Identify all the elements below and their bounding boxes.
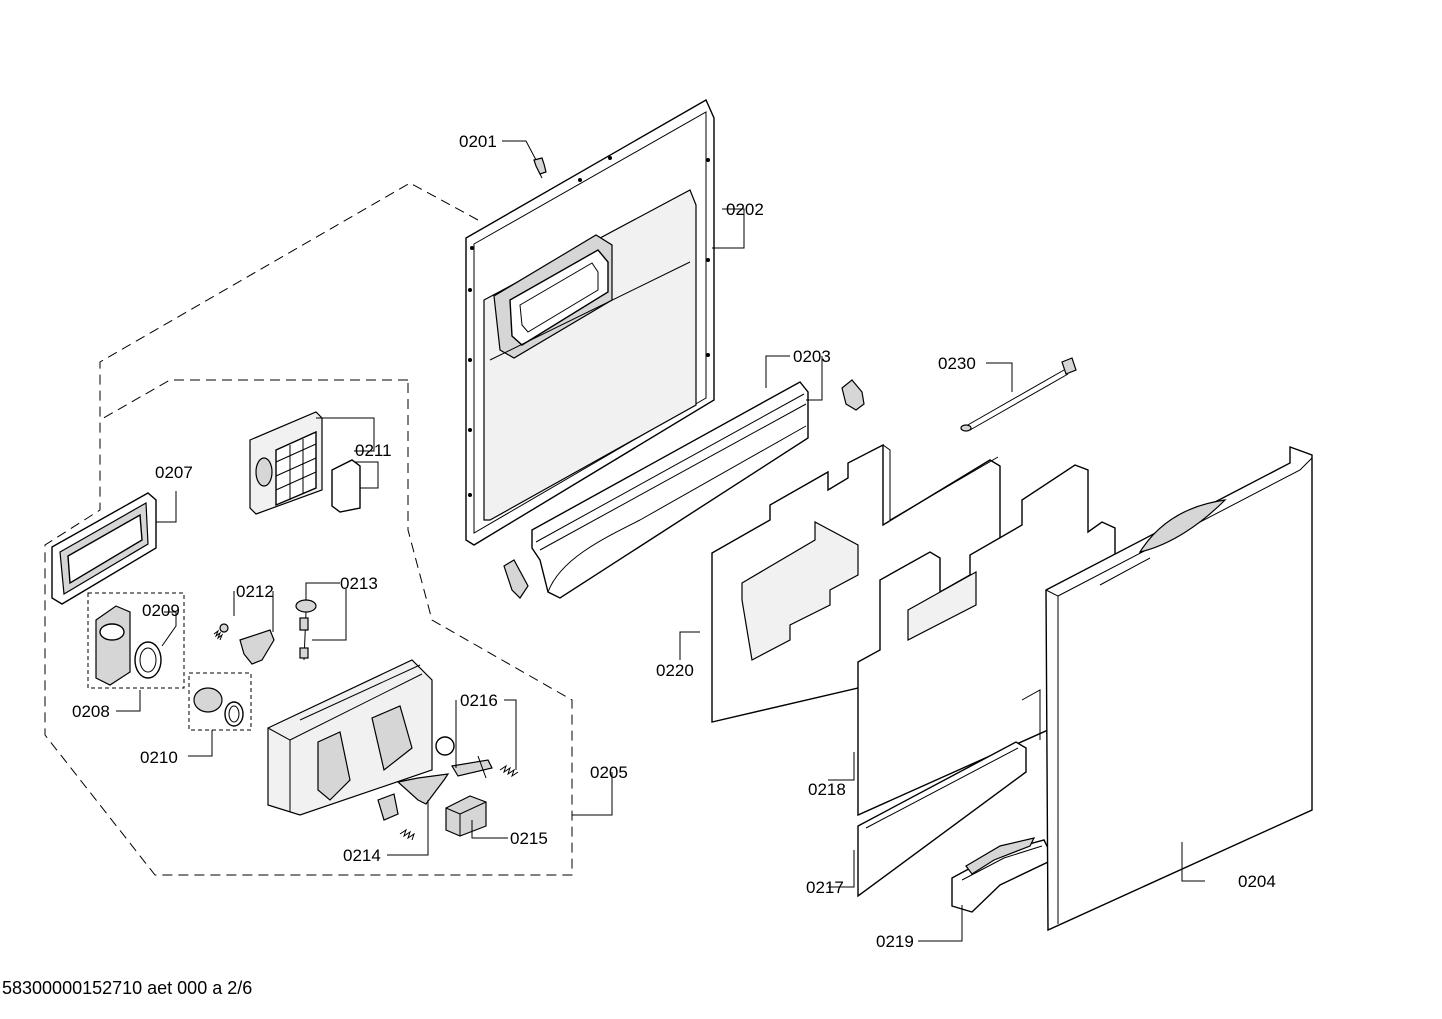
label-0213: 0213 [340,574,378,593]
float-ball [435,736,455,756]
micro-switch [445,795,487,837]
screw-hole [470,246,474,250]
rinse-nozzle [193,687,244,727]
label-0202: 0202 [726,200,764,219]
label-0205: 0205 [590,763,628,782]
detergent-dispenser [267,659,433,816]
sub-group-box-0210 [188,672,252,731]
lock-pin-spring [451,755,519,779]
sub-group-box-0208 [87,592,185,689]
screw-hole [706,258,710,262]
label-0203: 0203 [793,347,831,366]
label-0218: 0218 [808,780,846,799]
label-0201: 0201 [459,132,497,151]
indicator-pin [295,599,317,661]
label-0217: 0217 [806,878,844,897]
screw-hole [578,178,582,182]
label-0209: 0209 [142,601,180,620]
label-0208: 0208 [72,702,110,721]
label-0216: 0216 [460,691,498,710]
inner-assembly-outline [99,379,408,421]
screw-hole [468,493,472,497]
filter-frame [249,411,323,515]
label-0211: 0211 [355,441,392,460]
screw-hole [468,428,472,432]
screw-hole [706,353,710,357]
outer-assembly-outline [44,182,573,876]
leader-lines [116,140,1205,942]
label-0220: 0220 [656,661,694,680]
screw-part [533,157,547,179]
screw-hole [608,156,612,160]
screw-hole [468,358,472,362]
label-0212: 0212 [236,582,274,601]
hinge-bracket [503,379,865,599]
filter-pad [331,459,361,513]
screw-hole [468,288,472,292]
insulation-strip [857,741,1027,898]
label-0210: 0210 [140,748,178,767]
label-0230: 0230 [938,354,976,373]
cable-tie [960,357,1077,432]
label-0214: 0214 [343,846,381,865]
door-handle [951,837,1049,913]
label-0204: 0204 [1238,872,1276,891]
outer-door-panel [1045,446,1313,932]
release-lever [377,773,450,841]
detergent-cap-housing [95,605,162,686]
spring-lever [213,623,275,665]
label-0219: 0219 [876,932,914,951]
seal-frame [51,492,157,605]
label-0207: 0207 [155,463,193,482]
door-trim-strip [531,381,809,599]
screw-hole [706,158,710,162]
label-0215: 0215 [510,829,548,848]
document-code: 58300000152710 aet 000 a 2/6 [2,978,253,998]
inner-door-panel [465,99,715,546]
